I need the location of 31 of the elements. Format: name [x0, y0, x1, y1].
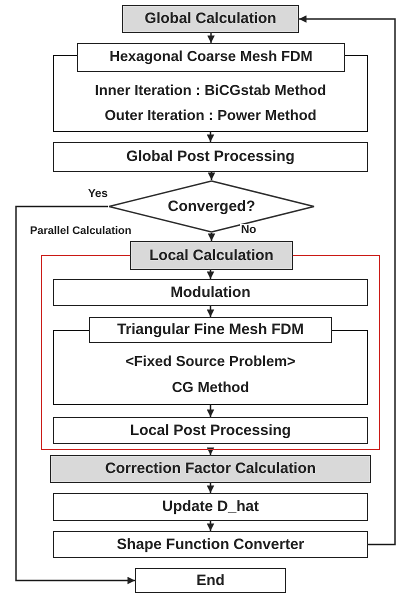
process-box: Local Post Processing [53, 417, 368, 444]
group-frame [41, 241, 380, 450]
step-text: <Fixed Source Problem> [125, 354, 296, 370]
arrow [299, 15, 396, 546]
process-box: End [135, 568, 286, 593]
process-box: Local Calculation [130, 241, 293, 270]
arrow [206, 270, 214, 279]
arrow [206, 483, 214, 493]
step-text: Inner Iteration : BiCGstab Method [94, 83, 326, 100]
arrow [206, 521, 214, 531]
arrow [206, 448, 214, 455]
process-box: Hexagonal Coarse Mesh FDM [77, 43, 345, 72]
process-box: Modulation [53, 279, 368, 306]
arrow [207, 33, 215, 43]
process-frame [53, 317, 368, 405]
arrow [15, 206, 135, 584]
process-box: Update D_hat [53, 493, 368, 521]
process-box: Global Calculation [122, 5, 299, 33]
step-text: CG Method [172, 380, 250, 396]
arrow [206, 405, 214, 417]
process-box: Global Post Processing [53, 142, 368, 172]
process-box: Shape Function Converter [53, 531, 368, 558]
arrow [208, 233, 216, 241]
arrow [206, 132, 214, 142]
process-box: Triangular Fine Mesh FDM [89, 317, 332, 343]
step-text: Outer Iteration : Power Method [104, 108, 316, 124]
process-box: Correction Factor Calculation [50, 455, 371, 483]
arrow [208, 172, 216, 180]
process-frame [53, 43, 368, 132]
note-text: Parallel Calculation [30, 225, 132, 238]
arrow [206, 306, 214, 317]
